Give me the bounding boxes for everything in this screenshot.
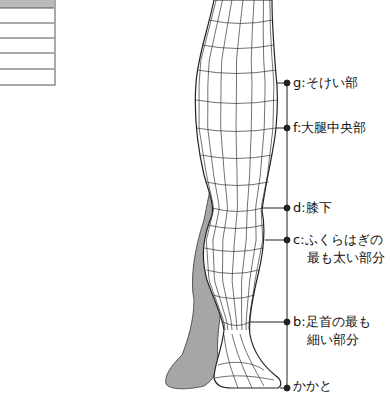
measure-point-label: f:大腿中央部	[293, 119, 390, 137]
contour-ring	[205, 248, 264, 252]
contour-ring	[213, 295, 255, 299]
contour-ring	[196, 100, 277, 104]
leg-contours	[196, 0, 277, 330]
measure-point-label: d:膝下	[293, 199, 390, 217]
contour-line	[199, 0, 225, 330]
contour-line	[246, 0, 265, 330]
contour-line	[208, 0, 228, 330]
contour-ring	[209, 20, 273, 24]
contour-ring	[196, 128, 276, 132]
contour-ring	[206, 270, 259, 274]
contour-ring	[202, 45, 274, 49]
contour-ring	[197, 70, 276, 74]
front-leg	[195, 0, 281, 388]
contour-ring	[212, 208, 263, 212]
table-fragment	[0, 0, 55, 85]
foot-contours	[215, 334, 274, 388]
measure-point-label: b:足首の最も 細い部分	[293, 313, 390, 349]
contour-ring	[223, 322, 250, 326]
measure-point-label: かかと	[293, 377, 390, 395]
contour-ring	[206, 182, 269, 186]
contour-line	[242, 0, 255, 330]
contour-ring	[201, 155, 273, 159]
measure-lines	[250, 80, 290, 391]
contour-ring	[208, 225, 264, 229]
measure-point-label: c:ふくらはぎの 最も太い部分	[293, 231, 390, 267]
measure-point-label: g:そけい部	[293, 74, 390, 92]
contour-line	[221, 0, 232, 330]
contour-line	[249, 0, 274, 330]
